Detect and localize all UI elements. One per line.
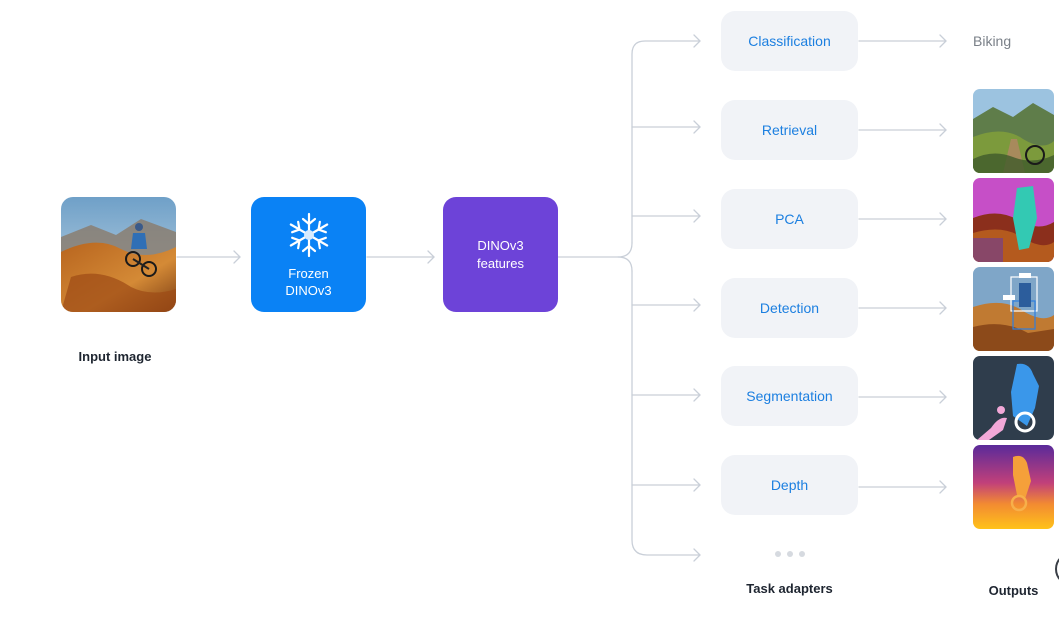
partial-circle-decoration xyxy=(1055,552,1059,586)
features-label-line2: features xyxy=(477,255,524,271)
classification-output-label: Biking xyxy=(973,33,1012,49)
frozen-dinov3-block: Frozen DINOv3 xyxy=(251,197,366,312)
task-adapters-caption: Task adapters xyxy=(746,581,833,596)
task-classification: Classification xyxy=(721,11,858,71)
frozen-label-line1: Frozen xyxy=(288,266,329,281)
task-detection: Detection xyxy=(721,278,858,338)
outputs-caption: Outputs xyxy=(988,583,1039,598)
task-pca: PCA xyxy=(721,189,858,249)
pca-output-image xyxy=(973,178,1054,262)
features-label-line1: DINOv3 xyxy=(477,237,524,253)
depth-output-image xyxy=(973,445,1054,529)
dinov3-features-block: DINOv3 features xyxy=(443,197,558,312)
snowflake-icon xyxy=(289,212,328,258)
more-dots-icon xyxy=(775,551,805,557)
task-depth: Depth xyxy=(721,455,858,515)
detection-output-image xyxy=(973,267,1054,351)
input-image-caption: Input image xyxy=(78,349,152,364)
retrieval-output-image xyxy=(973,89,1054,173)
input-image xyxy=(61,197,176,312)
task-segmentation: Segmentation xyxy=(721,366,858,426)
frozen-label-line2: DINOv3 xyxy=(285,283,332,298)
segmentation-output-image xyxy=(973,356,1054,440)
task-retrieval: Retrieval xyxy=(721,100,858,160)
